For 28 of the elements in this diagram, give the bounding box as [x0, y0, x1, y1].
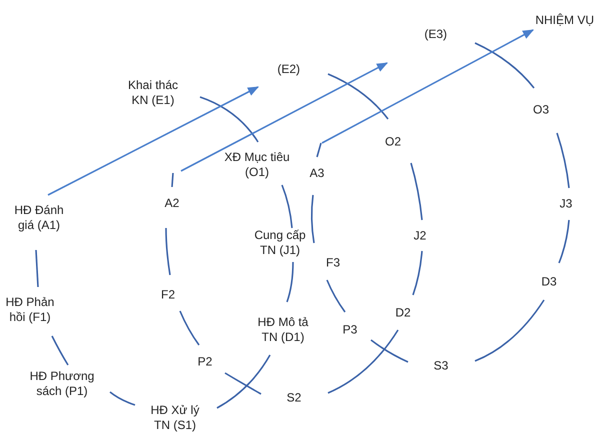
stage-label: A3: [310, 166, 324, 181]
stage-label: J3: [560, 196, 572, 212]
stage-label: HĐ Đánh giá (A1): [13, 203, 65, 233]
stage-label: S3: [434, 358, 448, 374]
stage-label: D2: [395, 306, 411, 320]
arrow: [322, 29, 534, 144]
stage-label: P2: [198, 354, 212, 370]
stage-label: D3: [541, 274, 557, 290]
stage-label: S2: [286, 390, 302, 406]
stage-label: F2: [160, 288, 175, 302]
stage-label: Khai thác KN (E1): [126, 78, 180, 108]
stage-label: HĐ Xử lý TN (S1): [150, 403, 200, 433]
stage-label: NHIỆM VỤ: [535, 13, 594, 28]
stage-label: O3: [532, 102, 549, 118]
arrow: [180, 62, 388, 172]
stage-label: XĐ Mục tiêu (O1): [223, 150, 291, 180]
stage-label: (E2): [277, 62, 300, 77]
stage-label: O2: [384, 134, 401, 150]
arrow: [48, 86, 259, 196]
stage-label: Cung cấp TN (J1): [253, 228, 307, 258]
stage-label: P3: [342, 322, 358, 338]
stage-label: J2: [414, 228, 426, 244]
stage-label: F3: [326, 256, 340, 270]
stage-label: (E3): [424, 27, 447, 42]
stage-label: HĐ Phương sách (P1): [28, 369, 96, 399]
stage-label: HĐ Mô tả TN (D1): [256, 315, 310, 345]
stage-label: A2: [164, 196, 180, 211]
stage-label: HĐ Phản hồi (F1): [4, 295, 56, 325]
